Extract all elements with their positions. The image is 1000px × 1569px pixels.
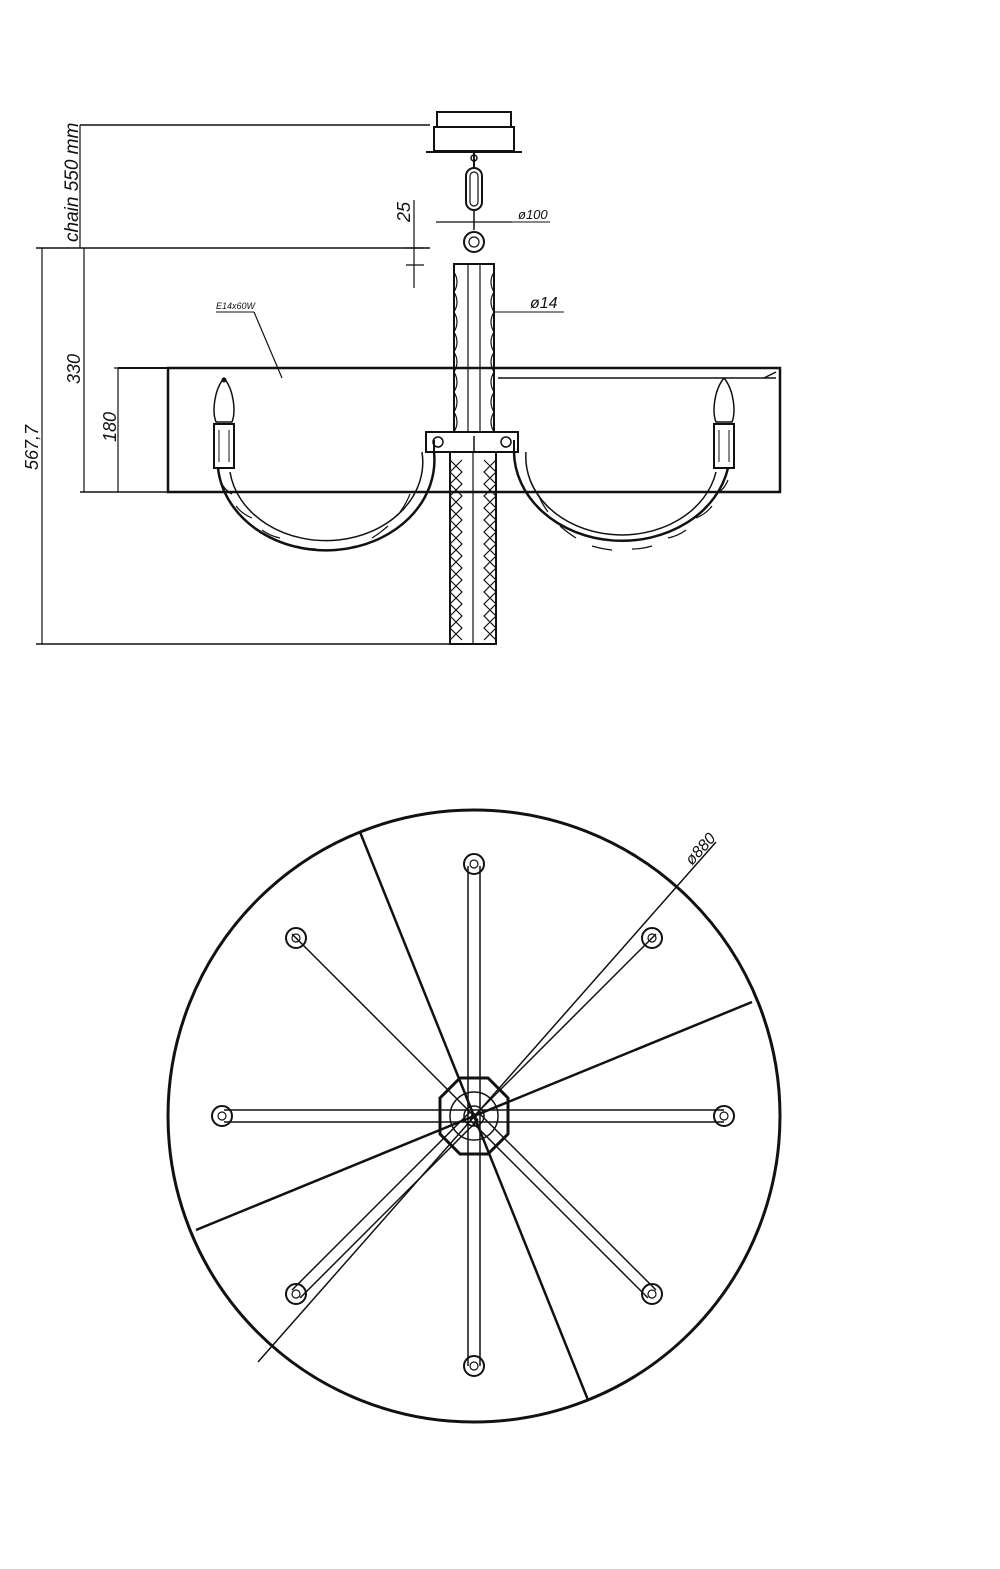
dim-dia-100-label: ø100 xyxy=(518,207,548,222)
top-view: ø880 xyxy=(166,808,782,1424)
dimension-lines xyxy=(36,124,564,645)
central-rod-upper xyxy=(453,263,495,433)
dim-dia-14-label: ø14 xyxy=(530,295,558,312)
dim-total-height-label: 567,7 xyxy=(22,424,42,470)
dim-330-label: 330 xyxy=(64,354,84,384)
top-arms xyxy=(224,866,724,1366)
candle-cups xyxy=(211,853,735,1377)
shade-outline xyxy=(166,808,782,1424)
right-arm xyxy=(512,440,730,551)
left-arm xyxy=(216,440,436,552)
central-rod-lower xyxy=(449,451,497,645)
ceiling-canopy xyxy=(426,111,522,168)
top-hub xyxy=(438,1076,510,1156)
right-candle xyxy=(713,376,735,469)
shade-seams xyxy=(195,831,753,1401)
lamp-shade xyxy=(118,366,782,494)
lamp-spec-label: E14x60W xyxy=(216,301,257,311)
dim-diameter-label: ø880 xyxy=(682,830,719,869)
arm-hub xyxy=(425,431,519,453)
dim-180-label: 180 xyxy=(100,412,120,442)
left-candle xyxy=(213,376,235,469)
side-view: chain 550 mm 25 ø100 ø14 330 180 567,7 E… xyxy=(22,111,782,645)
chain xyxy=(463,167,485,253)
dim-25-label: 25 xyxy=(394,201,414,223)
chain-length-label: chain 550 mm xyxy=(62,123,83,242)
